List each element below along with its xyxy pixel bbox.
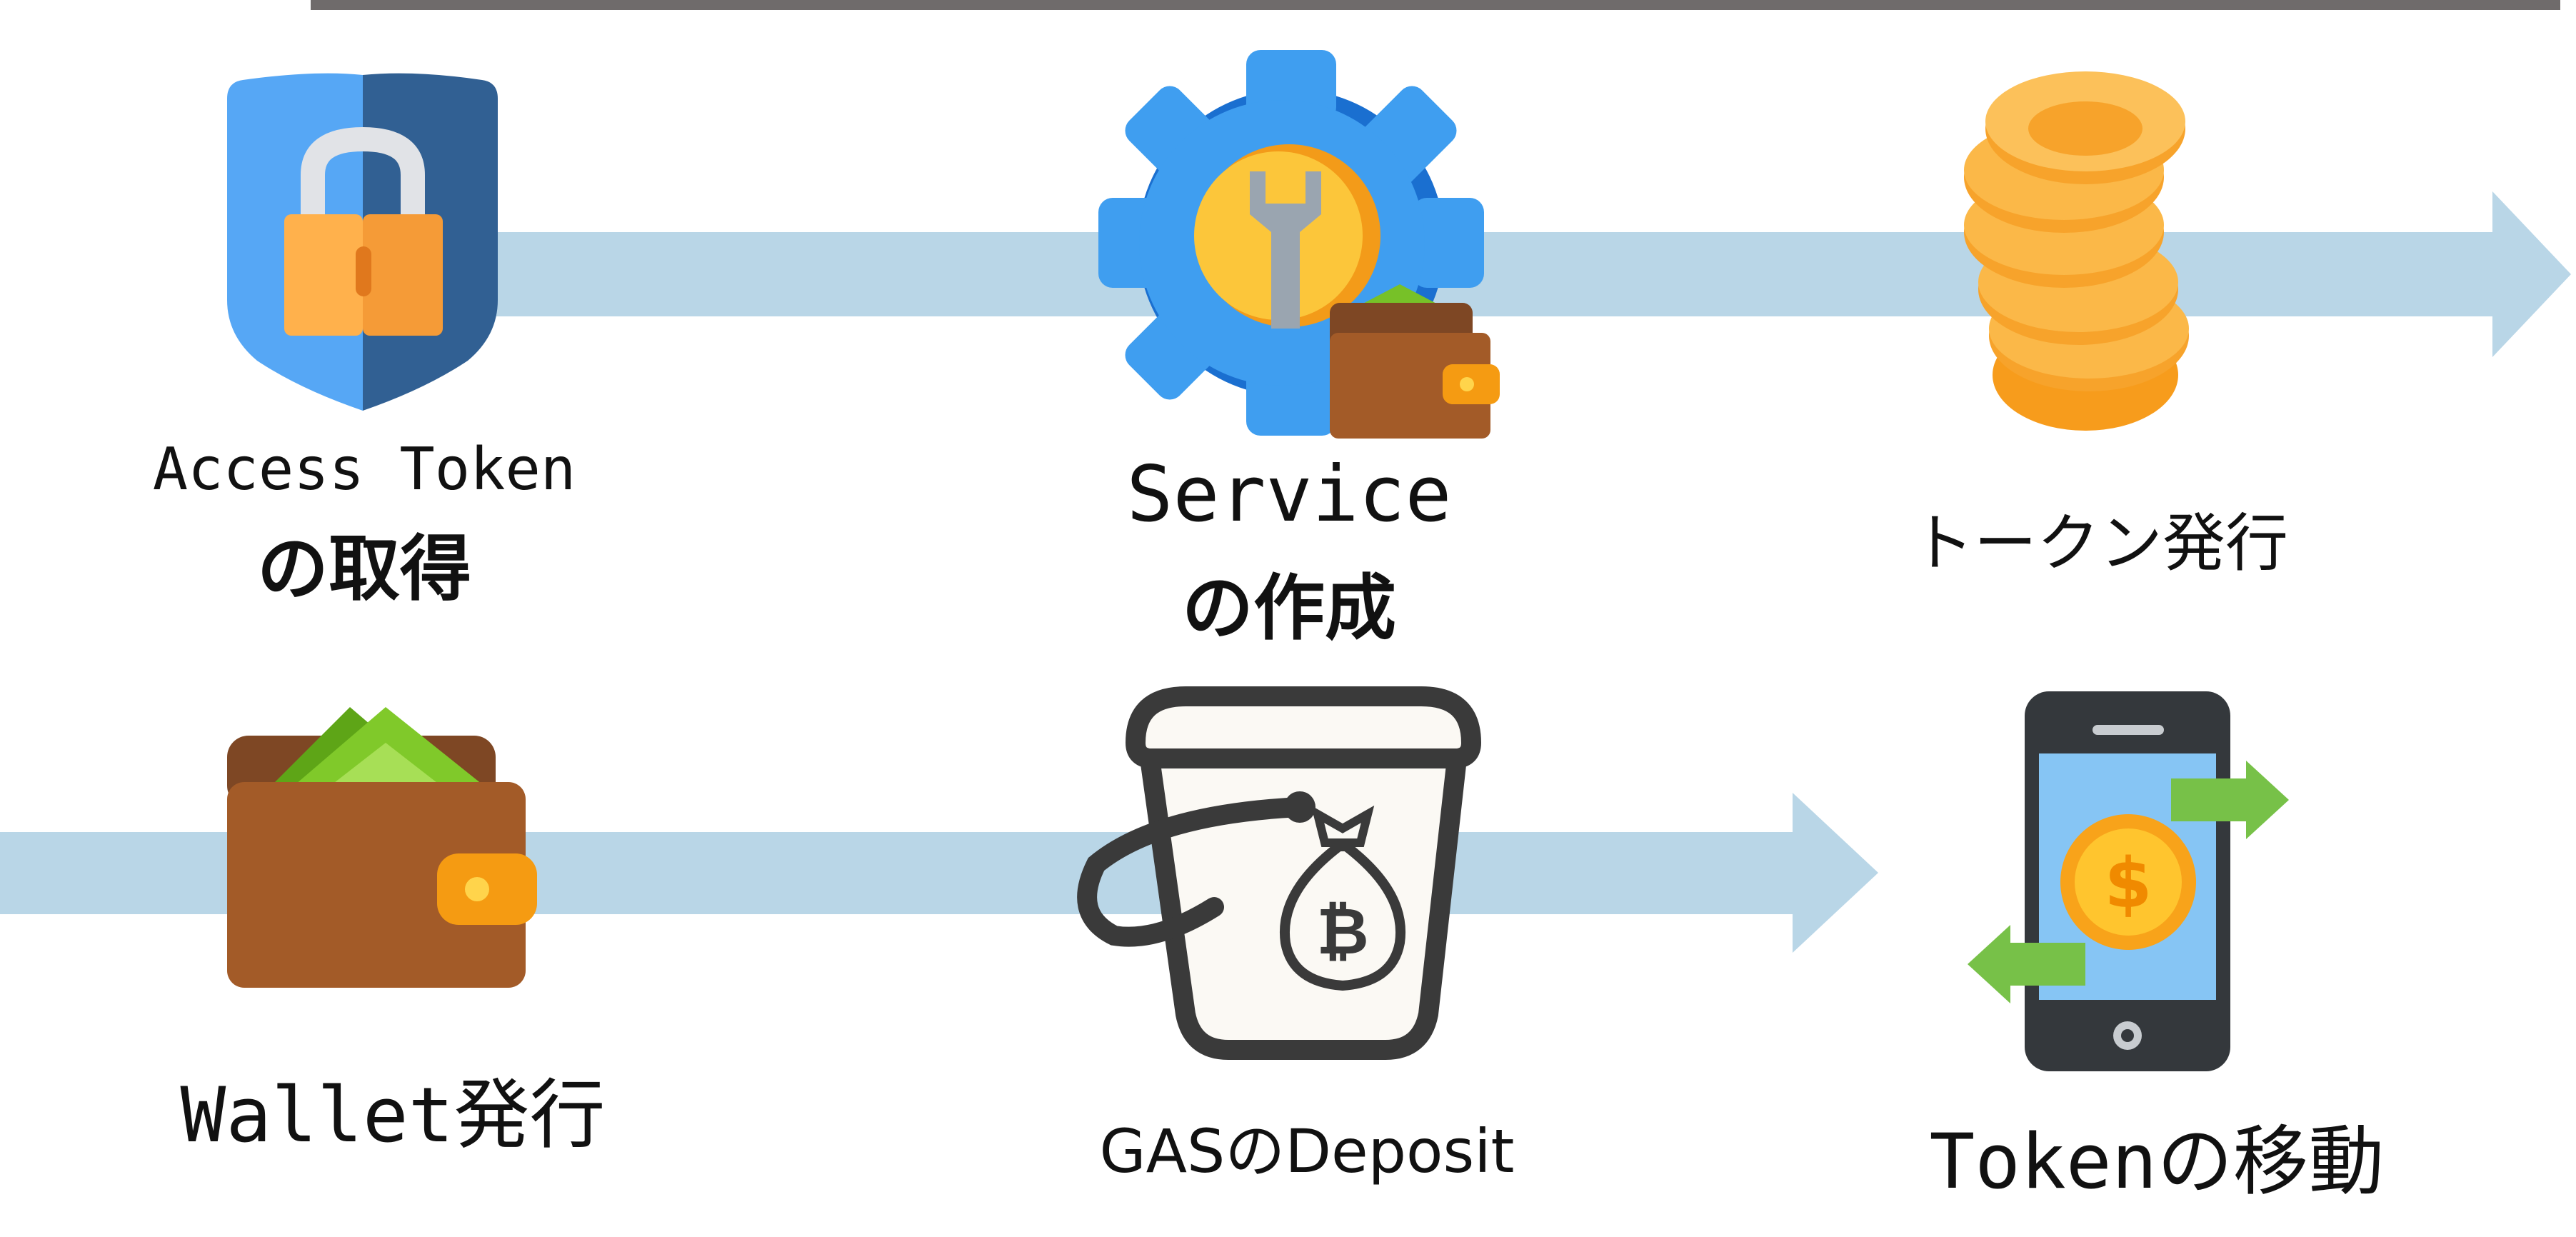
bitcoin-bucket-icon: ₿ (1077, 686, 1482, 1060)
service-label-line1: Service (1126, 450, 1452, 539)
wallet-icon (227, 707, 537, 988)
wallet-label: Wallet発行 (180, 1071, 606, 1159)
token-issue-label: トークン発行 (1910, 506, 2288, 580)
coin-stack-icon (1964, 71, 2189, 431)
service-label-line2: の作成 (1182, 566, 1396, 650)
svg-text:₿: ₿ (1316, 894, 1368, 969)
gear-wrench-wallet-icon (1098, 50, 1500, 439)
phone-transfer-icon: $ (1968, 691, 2289, 1071)
gas-deposit-label: GASのDeposit (1099, 1116, 1515, 1186)
access-token-label-line2: の取得 (257, 527, 471, 611)
token-move-label: Tokenの移動 (1929, 1118, 2385, 1206)
access-token-label-line1: Access Token (152, 436, 576, 504)
svg-text:$: $ (2105, 843, 2152, 923)
shield-lock-icon (227, 73, 498, 411)
flow-arrow-row1 (493, 191, 2571, 357)
top-rule (311, 0, 2560, 10)
